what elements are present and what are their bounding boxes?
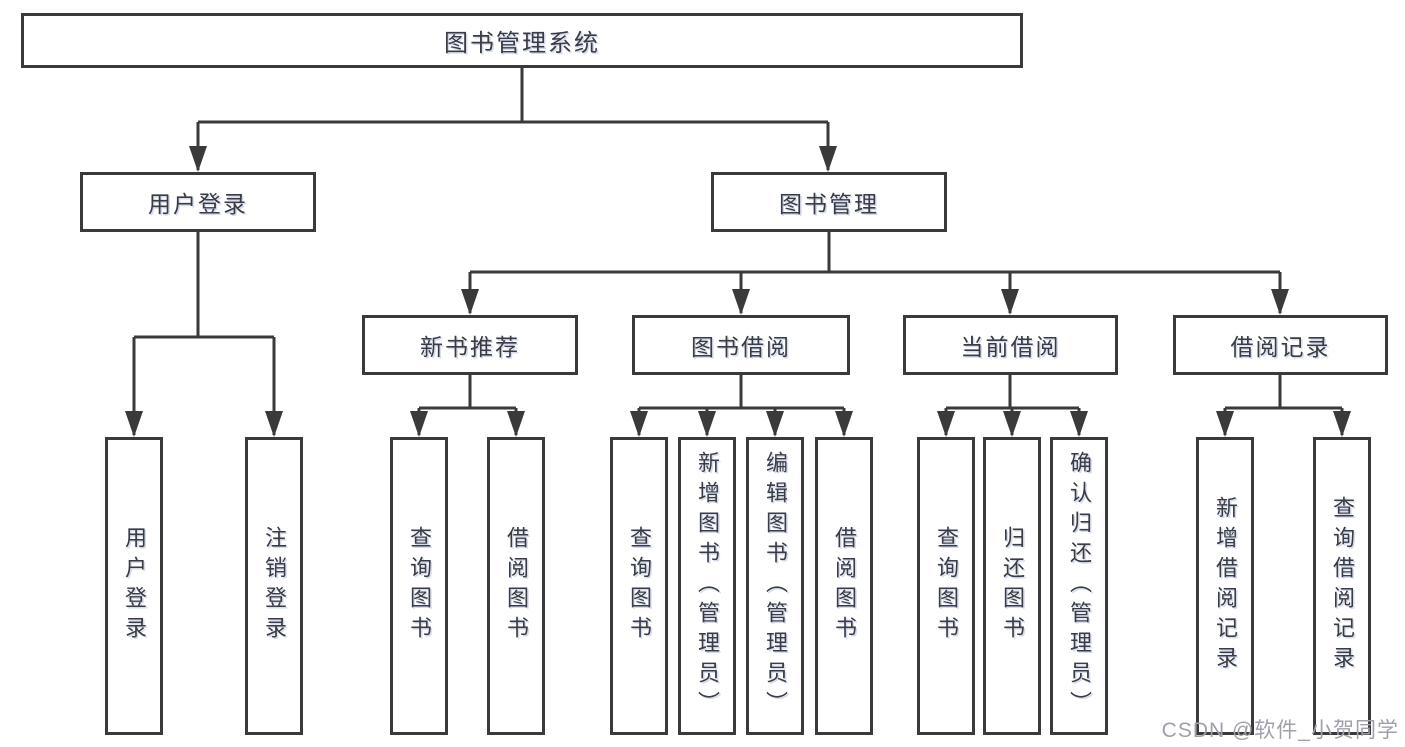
node-book-borrow: 图书借阅 bbox=[632, 315, 850, 375]
leaf-edit-book-admin: 编辑图书（管理员） bbox=[746, 437, 804, 735]
leaf-logout: 注销登录 bbox=[245, 437, 303, 735]
leaf-confirm-return-admin: 确认归还（管理员） bbox=[1050, 437, 1108, 735]
leaf-borrow-books-recommend-label: 借阅图书 bbox=[504, 526, 529, 646]
leaf-add-borrow-record-label: 新增借阅记录 bbox=[1213, 496, 1238, 676]
leaf-return-books-label: 归还图书 bbox=[1000, 526, 1025, 646]
leaf-return-books: 归还图书 bbox=[983, 437, 1041, 735]
leaf-edit-book-admin-label: 编辑图书（管理员） bbox=[763, 451, 788, 721]
node-new-book-recommend: 新书推荐 bbox=[362, 315, 578, 375]
leaf-query-books-recommend: 查询图书 bbox=[390, 437, 448, 735]
leaf-borrow-books-label: 借阅图书 bbox=[832, 526, 857, 646]
leaf-logout-label: 注销登录 bbox=[262, 526, 287, 646]
node-current-borrow: 当前借阅 bbox=[903, 315, 1118, 375]
leaf-confirm-return-admin-label: 确认归还（管理员） bbox=[1067, 451, 1092, 721]
node-book-borrow-label: 图书借阅 bbox=[691, 334, 791, 360]
leaf-query-books-borrow: 查询图书 bbox=[610, 437, 668, 735]
node-book-management: 图书管理 bbox=[711, 172, 947, 232]
leaf-user-login-label: 用户登录 bbox=[122, 526, 147, 646]
node-book-management-label: 图书管理 bbox=[779, 191, 879, 217]
node-borrow-records-label: 借阅记录 bbox=[1230, 334, 1331, 360]
leaf-borrow-books: 借阅图书 bbox=[815, 437, 873, 735]
leaf-query-books-current-label: 查询图书 bbox=[934, 526, 959, 646]
leaf-add-borrow-record: 新增借阅记录 bbox=[1196, 437, 1254, 735]
leaf-borrow-books-recommend: 借阅图书 bbox=[487, 437, 545, 735]
leaf-query-borrow-record-label: 查询借阅记录 bbox=[1330, 496, 1355, 676]
leaf-query-books-current: 查询图书 bbox=[917, 437, 975, 735]
node-new-book-recommend-label: 新书推荐 bbox=[420, 334, 520, 360]
node-root-label: 图书管理系统 bbox=[444, 30, 600, 57]
node-user-login-label: 用户登录 bbox=[148, 191, 248, 217]
node-root: 图书管理系统 bbox=[21, 13, 1023, 68]
leaf-add-book-admin-label: 新增图书（管理员） bbox=[695, 451, 720, 721]
node-borrow-records: 借阅记录 bbox=[1173, 315, 1388, 375]
leaf-query-books-borrow-label: 查询图书 bbox=[627, 526, 652, 646]
node-user-login: 用户登录 bbox=[80, 172, 316, 232]
node-current-borrow-label: 当前借阅 bbox=[960, 334, 1061, 360]
leaf-user-login: 用户登录 bbox=[105, 437, 163, 735]
leaf-add-book-admin: 新增图书（管理员） bbox=[678, 437, 736, 735]
csdn-watermark: CSDN @软件_小贺同学 bbox=[1161, 719, 1399, 742]
leaf-query-borrow-record: 查询借阅记录 bbox=[1313, 437, 1371, 735]
leaf-query-books-recommend-label: 查询图书 bbox=[407, 526, 432, 646]
